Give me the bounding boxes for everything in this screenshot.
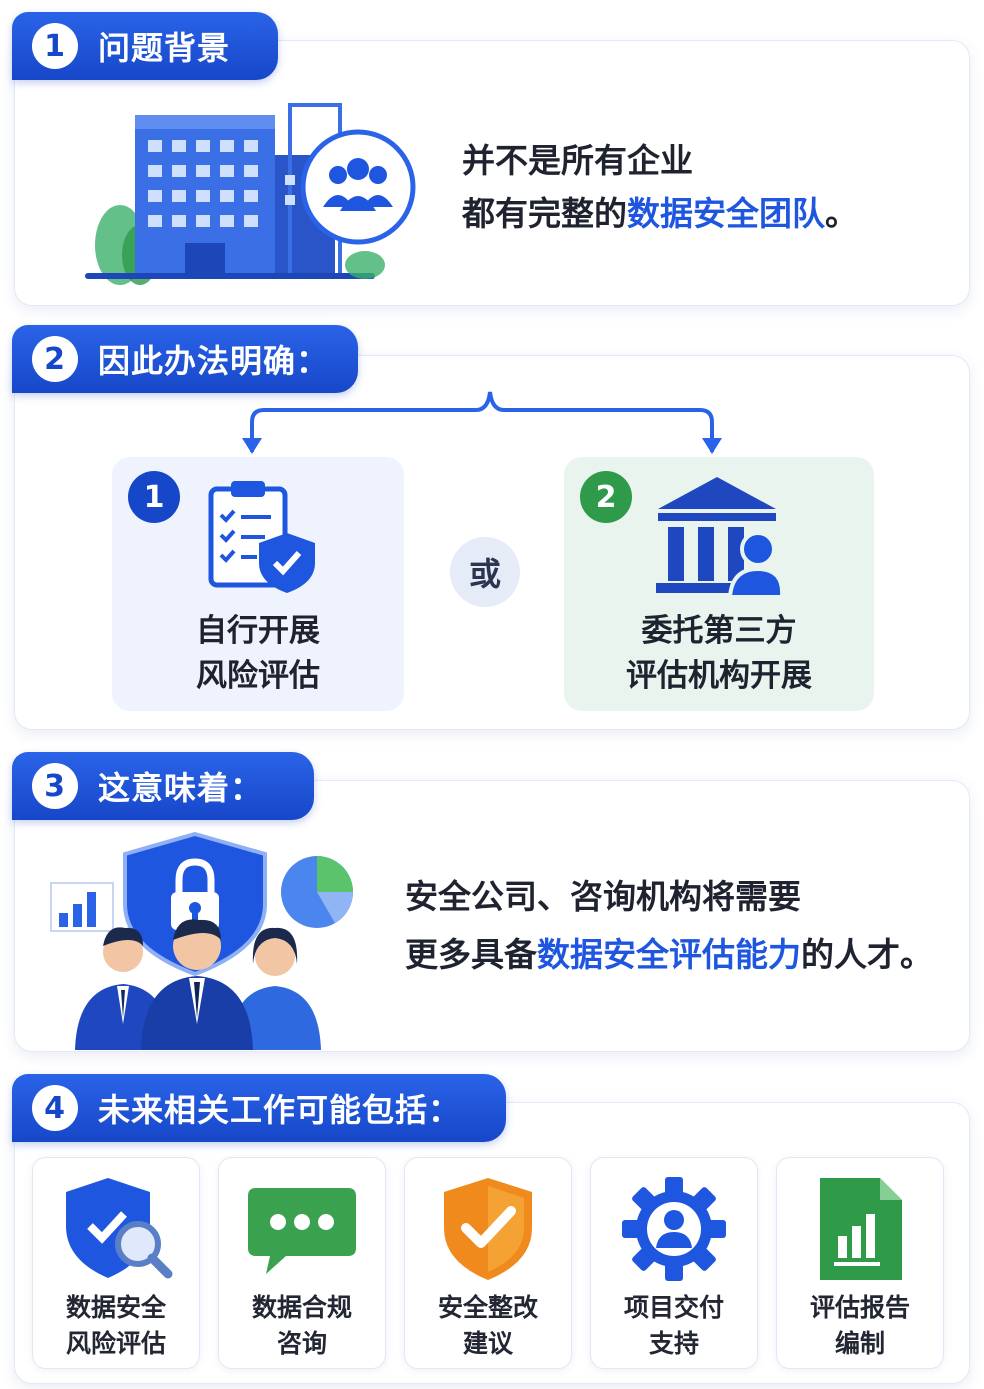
office-building-team-illustration: [85, 103, 416, 285]
checklist-shield-icon: [208, 481, 315, 593]
work-item-compliance-consulting: 数据合规 咨询: [218, 1157, 386, 1369]
section-3-text: 安全公司、咨询机构将需要 更多具备数据安全评估能力的人才。: [405, 868, 933, 984]
option-number-badge: 2: [580, 471, 632, 523]
section-4-header: 4 未来相关工作可能包括：: [12, 1074, 506, 1142]
section-title: 这意味着：: [98, 769, 264, 807]
branch-arrows: [242, 391, 722, 454]
work-item-label: 数据合规 咨询: [251, 1293, 352, 1359]
text-line-2: 都有完整的数据安全团队。: [462, 193, 858, 233]
text-line-1: 安全公司、咨询机构将需要: [405, 877, 801, 916]
section-title: 因此办法明确：: [98, 342, 330, 380]
text-line-2: 更多具备数据安全评估能力的人才。: [405, 934, 933, 974]
section-number-badge: 4: [32, 1085, 78, 1131]
shield-search-icon: [66, 1178, 173, 1279]
text-line-1: 并不是所有企业: [462, 141, 693, 180]
work-item-label: 项目交付 支持: [623, 1293, 724, 1359]
section-2-header: 2 因此办法明确：: [12, 325, 358, 393]
option-self-assessment: 1 自行开展 风险评估: [112, 457, 404, 711]
or-circle: 或: [450, 537, 520, 607]
option-third-party: 2 委托第三方 评估机构开展: [564, 457, 874, 711]
work-item-report-writing: 评估报告 编制: [776, 1157, 944, 1369]
option-label: 委托第三方 评估机构开展: [626, 613, 812, 695]
report-chart-icon: [820, 1178, 902, 1280]
section-title: 未来相关工作可能包括：: [98, 1091, 462, 1129]
section-number-badge: 3: [32, 763, 78, 809]
section-1-text: 并不是所有企业 都有完整的数据安全团队。: [462, 135, 858, 241]
security-team-illustration: [50, 831, 353, 1050]
work-item-label: 数据安全 风险评估: [65, 1293, 166, 1359]
work-item-label: 安全整改 建议: [437, 1293, 538, 1359]
option-label: 自行开展 风险评估: [196, 613, 320, 695]
chat-bubble-icon: [248, 1188, 356, 1274]
section-title: 问题背景: [98, 29, 231, 67]
work-item-project-delivery: 项目交付 支持: [590, 1157, 758, 1369]
section-number-badge: 2: [32, 336, 78, 382]
option-number-badge: 1: [128, 471, 180, 523]
gear-person-icon: [622, 1177, 726, 1281]
work-item-remediation-advice: 安全整改 建议: [404, 1157, 572, 1369]
section-number-badge: 1: [32, 23, 78, 69]
orange-shield-check-icon: [444, 1178, 532, 1280]
institution-person-icon: [656, 477, 782, 599]
highlight-text: 数据安全团队: [627, 193, 825, 233]
or-label: 或: [468, 555, 501, 593]
section-1-header: 1 问题背景: [12, 12, 278, 80]
work-item-label: 评估报告 编制: [809, 1293, 910, 1359]
work-item-risk-assessment: 数据安全 风险评估: [32, 1157, 200, 1369]
highlight-text: 数据安全评估能力: [537, 934, 801, 974]
section-3-header: 3 这意味着：: [12, 752, 314, 820]
